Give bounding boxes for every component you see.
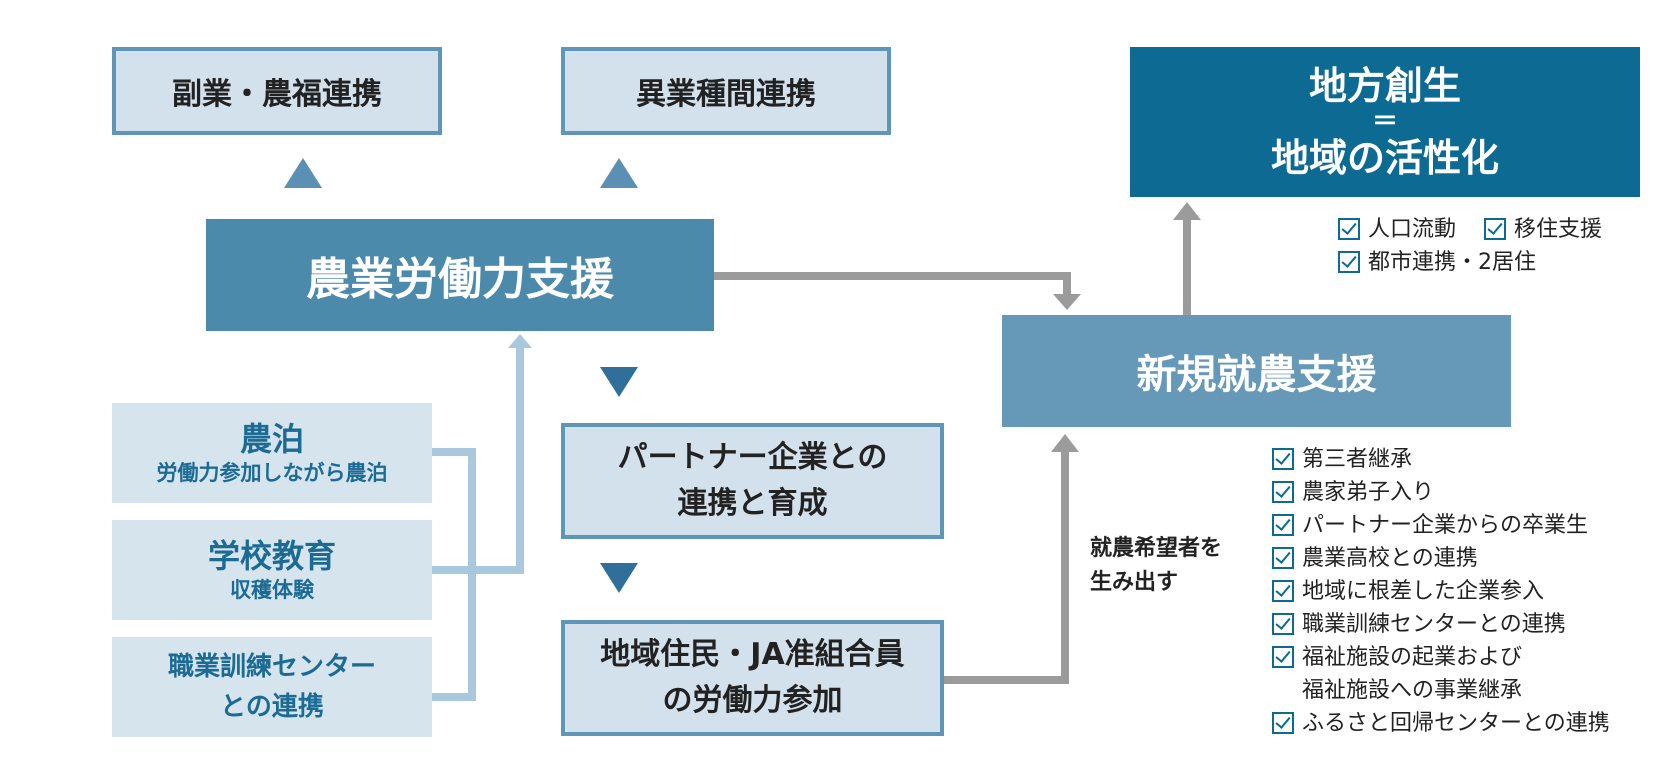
arrow-up-goal [1173,202,1201,220]
checkbox-icon [1272,481,1294,503]
arrow-up-newfarm [1051,434,1079,452]
partner-line1: パートナー企業との [617,440,888,475]
newfarm-check-row: 職業訓練センターとの連携 [1272,608,1610,641]
newfarm-check-row: 地域に根差した企業参入 [1272,575,1610,608]
newfarm-check-text: 農家弟子入り [1302,480,1435,505]
new-farming-support-box: 新規就農支援 [1002,315,1511,427]
newfarm-check-text: パートナー企業からの卒業生 [1302,513,1589,538]
goal-check-text: 人口流動 [1368,217,1457,242]
aspirants-label: 就農希望者を 生み出す [1090,532,1222,600]
checkbox-icon [1484,218,1507,240]
side-business-label: 副業・農福連携 [172,77,382,112]
newfarm-check-row: 福祉施設の起業および 福祉施設への事業継承 [1272,641,1610,707]
checkbox-icon [1272,712,1294,734]
checkbox-icon [1338,251,1360,273]
goal-check-text: 移住支援 [1514,217,1603,242]
arrow-down-newfarm [1053,294,1081,310]
arrow-up-to-main [508,334,532,348]
partner-company-box: パートナー企業との 連携と育成 [561,423,944,539]
triangle-down-2 [600,563,638,593]
residents-line2: の労働力参加 [662,683,843,718]
newfarm-check-text: 職業訓練センターとの連携 [1302,612,1566,637]
newfarm-check-text: 地域に根差した企業参入 [1302,579,1545,604]
newfarm-check-text: 福祉施設の起業および 福祉施設への事業継承 [1302,645,1523,703]
cross-industry-box: 異業種間連携 [561,47,891,135]
goal-line1: 地方創生 [1308,64,1461,108]
newfarm-check-text: 農業高校との連携 [1302,546,1478,571]
checkbox-icon [1272,448,1294,470]
vocational-center-box: 職業訓練センター との連携 [112,637,432,737]
goal-line3: 地域の活性化 [1270,136,1499,180]
checkbox-icon [1272,514,1294,536]
checkbox-icon [1272,547,1294,569]
triangle-up-left [284,158,322,188]
newfarm-check-row: ふるさと回帰センターとの連携 [1272,707,1610,740]
triangle-up-mid [600,158,638,188]
farm-stay-box: 農泊 労働力参加しながら農泊 [112,403,432,503]
checkbox-icon [1272,613,1294,635]
checkbox-icon [1338,218,1360,240]
newfarm-label: 新規就農支援 [1136,352,1377,398]
newfarm-check-row: 農家弟子入り [1272,476,1610,509]
regional-revitalization-box: 地方創生 ＝ 地域の活性化 [1130,47,1640,197]
school-education-box: 学校教育 収穫体験 [112,520,432,620]
partner-line2: 連携と育成 [677,486,828,521]
main-label: 農業労働力支援 [306,254,614,305]
residents-box: 地域住民・JA准組合員 の労働力参加 [561,620,944,736]
triangle-down-1 [600,367,638,397]
goal-check-row: 人口流動 移住支援 [1338,213,1602,246]
school-sub: 収穫体験 [230,578,314,602]
goal-checklist: 人口流動 移住支援 都市連携・2居住 [1338,213,1602,279]
goal-equals: ＝ [1371,107,1398,137]
newfarm-check-text: 第三者継承 [1302,447,1413,472]
residents-line1: 地域住民・JA准組合員 [600,637,905,672]
farm-stay-title: 農泊 [239,420,304,458]
newfarm-check-row: パートナー企業からの卒業生 [1272,509,1610,542]
school-title: 学校教育 [207,537,336,575]
newfarm-checklist: 第三者継承 農家弟子入り パートナー企業からの卒業生 農業高校との連携 地域に根… [1272,443,1610,740]
vocational-sub: との連携 [220,692,324,722]
goal-check-text: 都市連携・2居住 [1368,250,1536,275]
aspirants-line2: 生み出す [1090,570,1179,595]
farm-stay-sub: 労働力参加しながら農泊 [156,461,388,485]
checkbox-icon [1272,646,1294,668]
side-business-box: 副業・農福連携 [112,47,442,135]
vocational-title: 職業訓練センター [167,652,376,682]
checkbox-icon [1272,580,1294,602]
cross-industry-label: 異業種間連携 [636,77,816,112]
newfarm-check-row: 農業高校との連携 [1272,542,1610,575]
goal-check-row: 都市連携・2居住 [1338,246,1602,279]
aspirants-line1: 就農希望者を [1090,536,1223,561]
residents-to-newfarm-line [944,450,1069,684]
newfarm-check-text: ふるさと回帰センターとの連携 [1302,711,1610,736]
newfarm-check-row: 第三者継承 [1272,443,1610,476]
left-bracket-line [432,348,524,701]
agri-labor-support-box: 農業労働力支援 [206,219,714,331]
main-to-newfarm-line [714,272,1071,296]
